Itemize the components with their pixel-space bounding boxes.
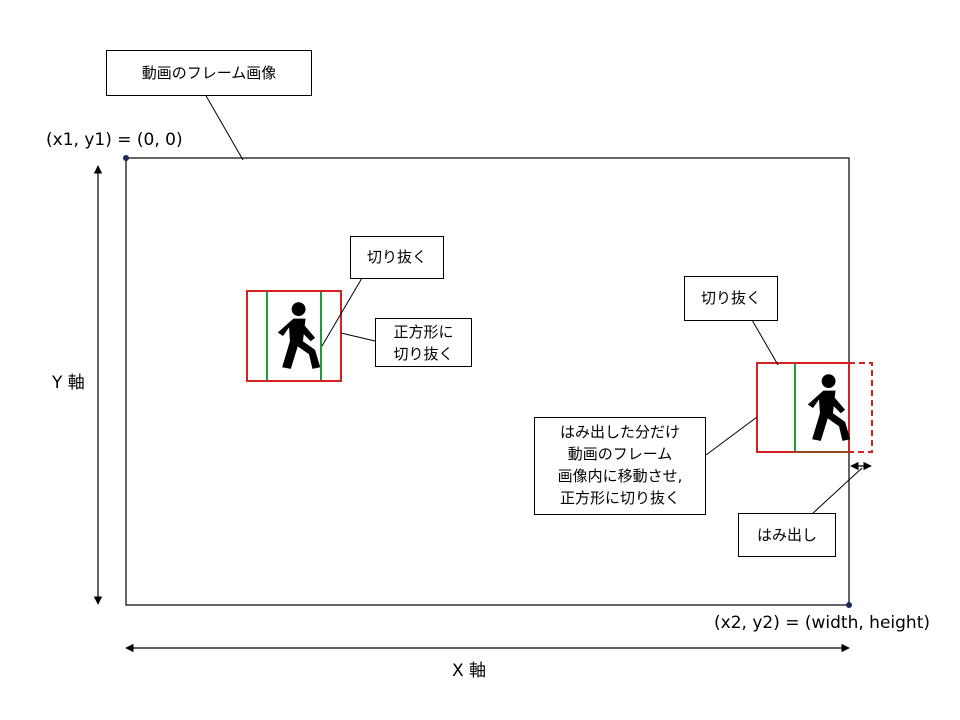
corner-coordinate-label: (x2, y2) = (width, height) — [714, 613, 930, 633]
leader-overflow — [811, 467, 863, 515]
walking-person-icon — [807, 374, 851, 441]
left-crop-box — [246, 290, 342, 382]
shift-and-crop-note: はみ出した分だけ 動画のフレーム 画像内に移動させ, 正方形に切り抜く — [534, 417, 706, 515]
overflow-dashed-outline — [849, 362, 873, 453]
leader-crop-left — [321, 277, 363, 347]
leader-shift-note — [705, 416, 758, 456]
leader-frame-label — [204, 93, 244, 161]
frame-image-label: 動画のフレーム画像 — [106, 50, 312, 96]
crop-label-right: 切り抜く — [684, 276, 778, 321]
x-axis-label: X 軸 — [452, 661, 487, 681]
shift-note-line-2: 動画のフレーム — [567, 445, 673, 463]
leader-square-left — [340, 332, 376, 342]
leader-crop-right — [751, 319, 779, 366]
corner-dot — [846, 602, 852, 608]
square-crop-label-left: 正方形に 切り抜く — [375, 318, 472, 367]
crop-label-left: 切り抜く — [350, 236, 444, 279]
origin-dot — [123, 155, 129, 161]
square-crop-line-2: 切り抜く — [393, 345, 454, 363]
overflow-label: はみ出し — [738, 513, 836, 557]
shift-note-line-1: はみ出した分だけ — [559, 423, 680, 441]
shift-note-line-3: 画像内に移動させ, — [557, 467, 683, 485]
walking-person-icon — [277, 302, 321, 369]
y-axis-label: Y 軸 — [52, 373, 85, 393]
shift-note-line-4: 正方形に切り抜く — [559, 489, 680, 507]
origin-coordinate-label: (x1, y1) = (0, 0) — [46, 130, 183, 150]
square-crop-line-1: 正方形に — [393, 323, 454, 341]
